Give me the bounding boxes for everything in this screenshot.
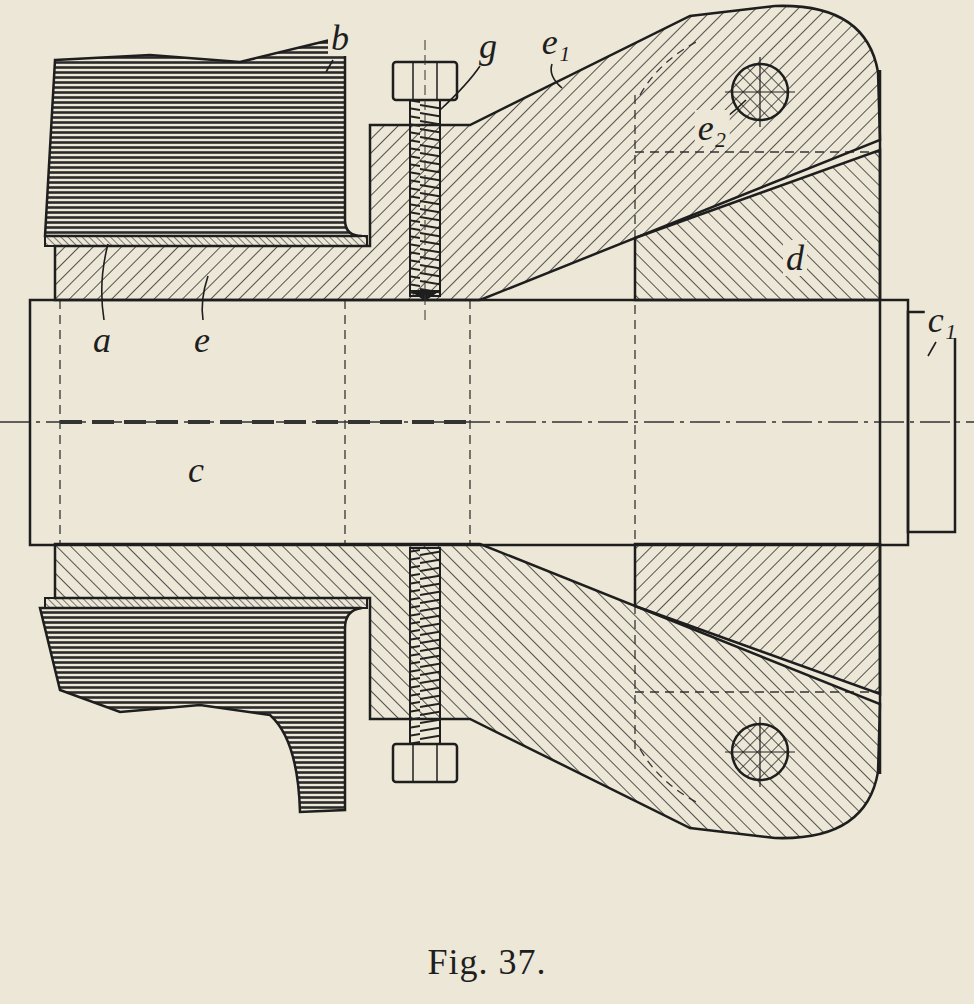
hidden-arc: [640, 40, 700, 95]
lower-half: [55, 544, 880, 838]
leader-line: [551, 64, 562, 88]
leader-line: [928, 342, 936, 356]
housing: [45, 40, 362, 236]
bore-line: [60, 420, 470, 424]
callout-letter: c₁: [925, 302, 960, 338]
bolt-head: [393, 744, 457, 782]
hidden-line: [344, 300, 345, 545]
wedge-block: [635, 544, 880, 694]
pin-axis: [759, 717, 760, 787]
liner: [45, 236, 367, 246]
hidden-line: [469, 300, 470, 545]
housing: [40, 608, 362, 812]
bolt-head-edge: [436, 62, 438, 100]
leader-line: [440, 66, 480, 110]
hidden-arc: [640, 749, 700, 804]
callout-letter: g: [476, 28, 500, 64]
callout-letter: c: [185, 452, 207, 488]
sleeve-with-arm: [55, 544, 880, 838]
bolt-head-edge: [436, 744, 438, 782]
liner: [45, 598, 367, 608]
callout-letter: e: [191, 322, 213, 358]
callout-letter: d: [783, 240, 807, 276]
leader-line: [102, 244, 108, 320]
sleeve-with-arm: [55, 6, 880, 300]
bolt-head-edge: [412, 744, 414, 782]
end-face: [879, 70, 882, 774]
shaft: [30, 300, 908, 545]
figure-caption: Fig. 37.: [427, 944, 546, 980]
shaft-end: [908, 312, 955, 532]
leader-lines: [102, 60, 936, 356]
callout-letter: e₂: [695, 110, 730, 146]
leader-line: [202, 276, 208, 320]
bolt-axis: [425, 40, 426, 320]
callout-letter: a: [90, 322, 114, 358]
center-line: [0, 421, 974, 422]
pin-axis: [759, 57, 760, 127]
upper-half: [55, 6, 880, 320]
callout-letter: b: [328, 20, 352, 56]
leader-line: [326, 60, 333, 72]
wedge-block: [635, 150, 880, 300]
bolt-head-edge: [412, 62, 414, 100]
bolt-thread: [410, 548, 440, 744]
leader-line: [728, 100, 746, 116]
callout-letter: e₁: [539, 24, 574, 60]
hidden-line: [59, 300, 60, 545]
